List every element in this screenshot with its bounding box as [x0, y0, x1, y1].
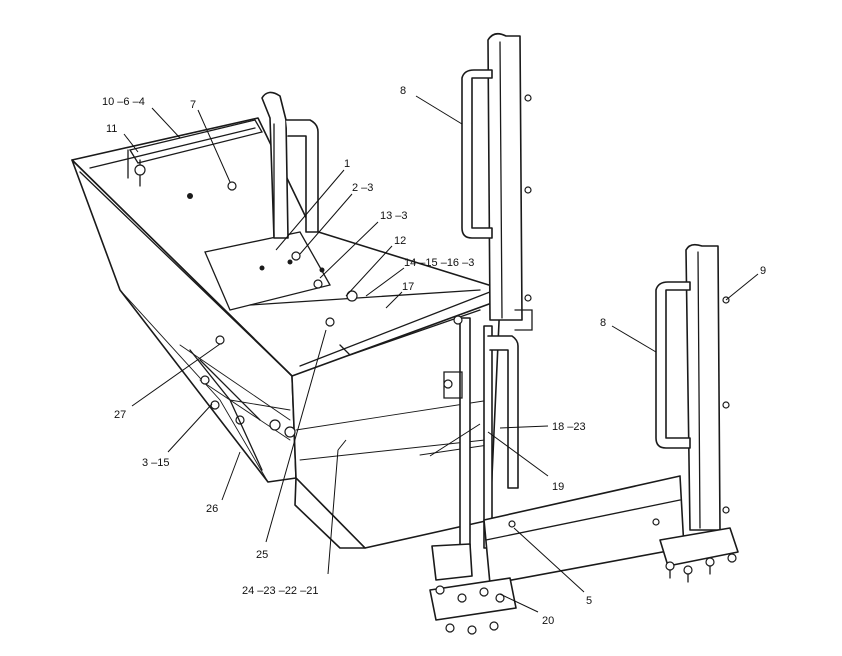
callout-7: 7: [190, 99, 196, 111]
leader-8-lower: [611, 325, 657, 353]
callout-13-3: 13 –3: [380, 210, 408, 222]
leader-26: [221, 451, 241, 501]
callout-8-upper: 8: [400, 85, 406, 97]
callout-3-15: 3 –15: [142, 457, 170, 469]
callout-18-23: 18 –23: [552, 421, 586, 433]
callout-17: 17: [402, 281, 414, 293]
callout-20: 20: [542, 615, 554, 627]
leader-19: [487, 431, 549, 477]
leader-18-23: [429, 423, 549, 457]
callout-25: 25: [256, 549, 268, 561]
callout-12: 12: [394, 235, 406, 247]
bottom-chute: [294, 477, 366, 549]
callout-19: 19: [552, 481, 564, 493]
handle-lower: [655, 281, 691, 449]
tall-post-center: [487, 32, 533, 331]
leader-25: [265, 329, 327, 543]
side-hardware: [134, 164, 463, 471]
leader-12: [345, 245, 393, 297]
leader-3-15: [167, 403, 213, 453]
callout-5: 5: [586, 595, 592, 607]
callout-14-15-16-3: 14 –15 –16 –3: [404, 257, 474, 269]
leader-10-6-4: [151, 107, 181, 139]
right-base-bracket: [659, 527, 739, 583]
leader-8-upper: [415, 95, 463, 125]
callout-26: 26: [206, 503, 218, 515]
callout-27: 27: [114, 409, 126, 421]
leader-11: [123, 133, 139, 153]
callout-2-3: 2 –3: [352, 182, 373, 194]
main-frame: [71, 117, 501, 549]
leader-2-3: [299, 193, 353, 255]
front-panel: [291, 299, 501, 549]
rear-upright-post: [261, 91, 319, 239]
leader-14-15-16-3: [365, 267, 405, 297]
callout-8-lower: 8: [600, 317, 606, 329]
leader-5: [513, 527, 585, 593]
cross-beam: [483, 475, 685, 585]
leader-9: [725, 273, 759, 301]
leader-24-23-22-21: [327, 439, 347, 575]
callout-1: 1: [344, 158, 350, 170]
callout-24-23-22-21: 24 –23 –22 –21: [242, 585, 318, 597]
leader-lines: [123, 95, 759, 613]
leader-17: [385, 291, 403, 309]
leader-27: [131, 343, 221, 407]
handle-upper: [461, 69, 493, 239]
leader-1: [275, 169, 345, 251]
callout-labels: 10 –6 –4 7 11 8 1 2 –3 13 –3 12 14 –15 –…: [102, 85, 766, 627]
leader-20: [499, 593, 539, 613]
leader-13-3: [319, 221, 379, 279]
callout-10-6-4: 10 –6 –4: [102, 96, 145, 108]
left-base-bracket: [429, 543, 517, 635]
tall-post-right: [685, 243, 730, 531]
leader-7: [197, 109, 231, 183]
callout-11: 11: [106, 123, 117, 135]
callout-9: 9: [760, 265, 766, 277]
